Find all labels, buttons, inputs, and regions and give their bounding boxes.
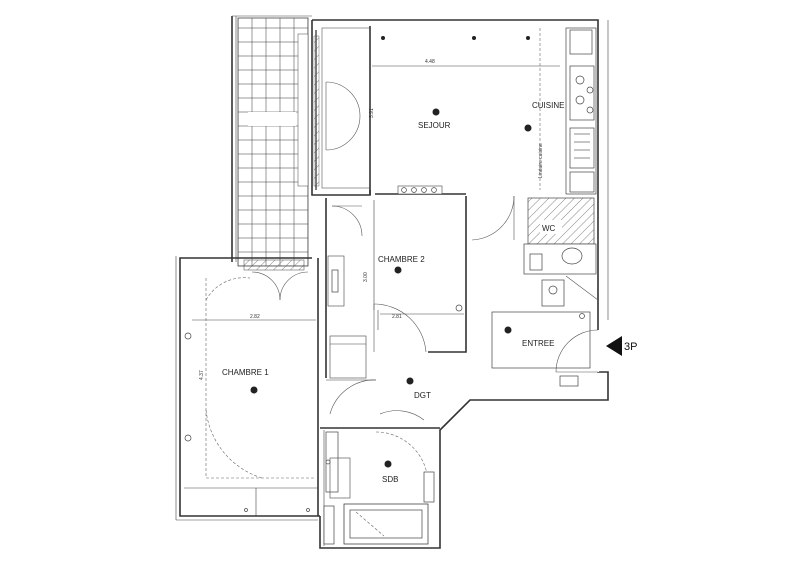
sejour-depth-dim: 3.91 [369,108,375,118]
chambre-2: 3.00 2.81 CHAMBRE 2 [325,196,467,378]
apartment-type-tag: 3P [624,341,637,353]
kitchen-note: Linéaire cuisine [538,143,544,178]
ceiling-light-icon [524,124,532,132]
room-label-sdb: SDB [382,475,398,484]
ceiling-light-icon [394,266,402,274]
entrance-arrow-icon [606,336,622,356]
ceiling-light-icon [250,386,258,394]
wc: WC [471,195,599,307]
room-label-cuisine: CUISINE [532,101,564,110]
room-label-sejour: SEJOUR [418,121,451,130]
room-label-chambre2: CHAMBRE 2 [378,255,425,264]
chambre-1: 2.82 4.37 CHAMBRE 1 [184,258,319,516]
room-label-wc: WC [542,224,556,233]
entree: ENTREE [491,311,600,387]
kitchen: Linéaire cuisine CUISINE [532,27,597,195]
ceiling-light-icon [432,108,440,116]
sejour-area: 4.48 3.91 SEJOUR [313,26,560,195]
bathroom: SDB [320,427,440,546]
chambre1-depth-dim: 4.37 [199,370,205,380]
ceiling-light-icon [384,460,392,468]
entrance-marker: 3P [606,336,637,356]
balcony [231,15,312,267]
chambre2-width-dim: 2.81 [392,314,402,320]
exterior-walls [175,19,609,549]
room-label-chambre1: CHAMBRE 1 [222,368,269,377]
hallway: DGT [326,335,431,421]
ceiling-light-icon [406,377,414,385]
room-label-dgt: DGT [414,391,431,400]
sejour-width-dim: 4.48 [425,59,435,65]
chambre2-depth-dim: 3.00 [363,272,369,282]
room-label-entree: ENTREE [522,339,554,348]
ceiling-light-icon [504,326,512,334]
chambre1-width-dim: 2.82 [250,314,260,320]
